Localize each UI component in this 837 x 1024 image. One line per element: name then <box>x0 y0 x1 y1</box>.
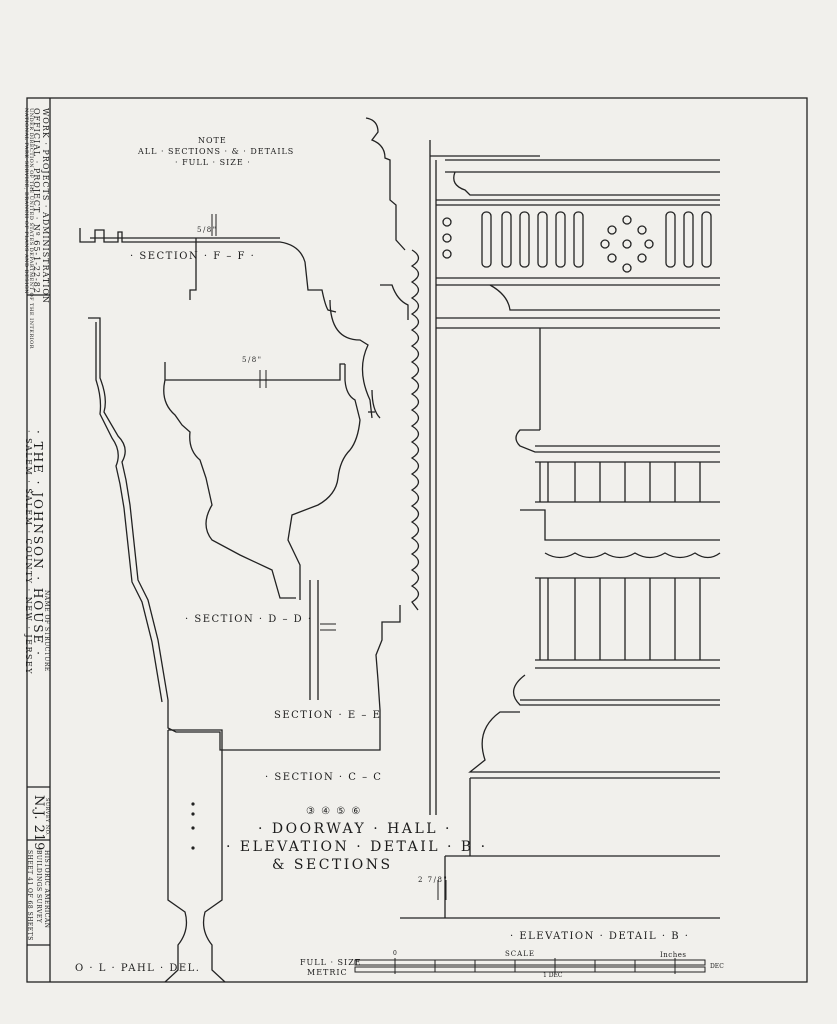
wpa-line-1: WORK · PROJECTS · ADMINISTRATION <box>41 108 50 304</box>
scale-inches: Inches <box>660 951 687 959</box>
scale-tick-end: DEC <box>710 963 724 970</box>
section-cc-label: · SECTION · C – C <box>265 772 383 783</box>
scale-full-size: FULL · SIZE <box>300 958 362 967</box>
section-dd-label: · SECTION · D – D · <box>185 614 313 625</box>
elevation-caption: · ELEVATION · DETAIL · B · <box>510 931 690 942</box>
survey-name: HISTORIC AMERICAN BUILDINGS SURVEY <box>35 850 50 929</box>
section-cc-base <box>164 729 226 983</box>
scale-tick-mid: 1 DEC <box>543 972 563 979</box>
scale-bar <box>354 958 706 974</box>
section-crown-top <box>329 117 406 419</box>
section-dd-profile <box>163 362 361 600</box>
frieze-ornament <box>442 211 712 273</box>
dimension-dd: 5/8" <box>242 356 263 364</box>
section-cc-inner <box>95 322 163 703</box>
note-line-1: ALL · SECTIONS · & · DETAILS <box>138 147 295 156</box>
section-ff-label: · SECTION · F – F · <box>130 251 256 262</box>
dimension-elevation: 2 7/8" <box>418 876 449 884</box>
section-cc-dots <box>191 802 195 850</box>
dimension-ff: 5/8" <box>197 226 218 234</box>
scale-tick-0: 0 <box>393 950 397 957</box>
wpa-line-4: NATIONAL PARK SERVICE, BRANCH OF PLANS A… <box>23 108 29 295</box>
survey-number: N.J. 219 <box>31 795 46 851</box>
drawing-title-line-2: · ELEVATION · DETAIL · B · <box>226 839 488 855</box>
note-line-2: · FULL · SIZE · <box>175 158 251 167</box>
scale-metric: METRIC <box>307 968 348 977</box>
drawing-title-line-3: & SECTIONS <box>272 857 393 873</box>
sheet-border <box>26 97 808 983</box>
drawing-numbers: ③ ④ ⑤ ⑥ <box>306 806 362 817</box>
section-ee-profile <box>309 284 409 700</box>
drawing-title-line-1: · DOORWAY · HALL · <box>258 821 452 837</box>
structure-name: · THE · JOHNSON · HOUSE · <box>31 430 45 657</box>
scalloped-molding <box>410 249 420 611</box>
note-heading: NOTE <box>198 136 227 145</box>
structure-location: · SALEM · SALEM · COUNTY · NEW · JERSEY <box>24 430 33 676</box>
dimension-marks <box>211 214 447 900</box>
delineator: O · L · PAHL · DEL. <box>75 963 201 974</box>
scale-label: SCALE <box>505 950 535 958</box>
sheet-info: SHEET 41 OF 68 SHEETS <box>26 850 33 941</box>
section-ff-profile <box>79 228 337 313</box>
elevation-detail-b <box>400 140 721 919</box>
section-cc-profile <box>88 317 401 751</box>
section-ee-label: SECTION · E – E <box>274 710 382 721</box>
